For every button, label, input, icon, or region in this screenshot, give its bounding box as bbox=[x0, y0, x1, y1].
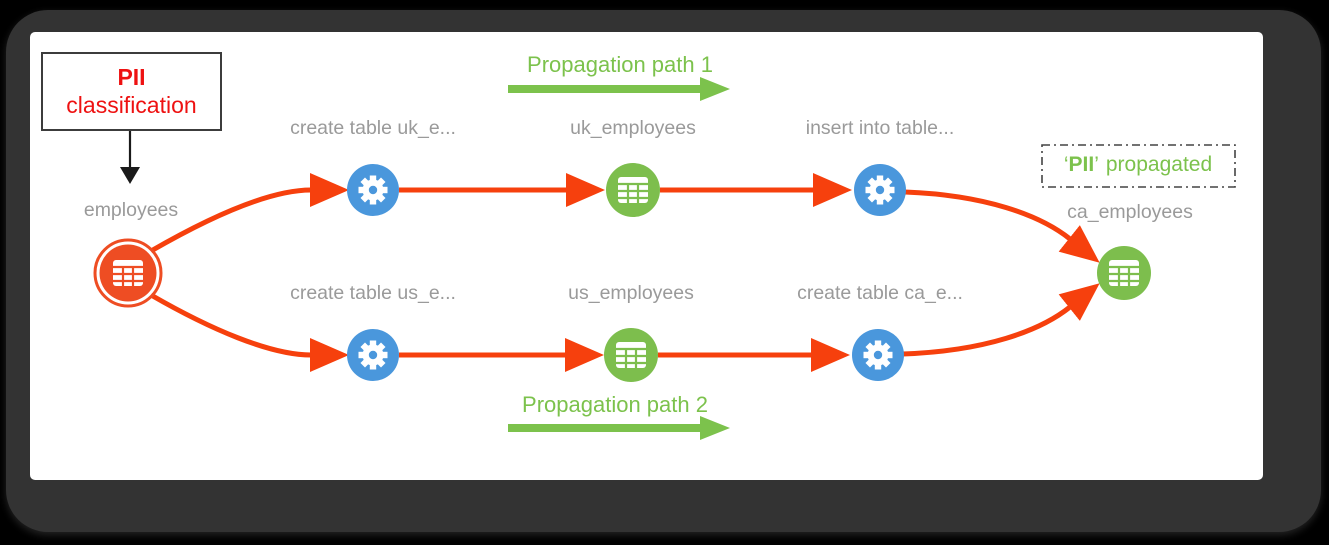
gear-icon bbox=[863, 340, 893, 370]
open-quote: ‘ bbox=[1063, 153, 1069, 176]
node-create-table-us[interactable] bbox=[347, 329, 399, 381]
node-label-ca-employees: ca_employees bbox=[1067, 201, 1193, 223]
propagated-tag: PII bbox=[1068, 153, 1095, 176]
propagation-path-2-arrow-icon bbox=[508, 416, 730, 440]
pii-classification-subtitle: classification bbox=[66, 91, 197, 118]
node-label-create-table-ca: create table ca_e... bbox=[797, 282, 963, 304]
node-create-table-uk[interactable] bbox=[347, 164, 399, 216]
node-label-employees: employees bbox=[83, 199, 179, 221]
lineage-edge bbox=[904, 189, 1100, 263]
propagation-path-1-label: Propagation path 1 bbox=[527, 52, 713, 77]
table-icon bbox=[111, 258, 145, 288]
table-icon bbox=[1107, 258, 1141, 288]
node-label-create-table-uk: create table uk_e... bbox=[290, 117, 456, 139]
pii-propagated-box-border bbox=[1041, 144, 1236, 188]
table-icon bbox=[614, 340, 648, 370]
lineage-edge bbox=[149, 173, 349, 254]
pii-classification-title: PII bbox=[117, 64, 146, 91]
lineage-edge bbox=[149, 292, 349, 372]
gear-icon bbox=[358, 340, 388, 370]
table-icon bbox=[616, 175, 650, 205]
node-label-create-table-us: create table us_e... bbox=[290, 282, 456, 304]
propagation-path-2-label: Propagation path 2 bbox=[522, 392, 708, 417]
close-quote: ’ bbox=[1094, 153, 1099, 176]
propagation-path-1-arrow-icon bbox=[508, 77, 730, 101]
node-label-us-employees: us_employees bbox=[568, 282, 694, 304]
node-us-employees[interactable] bbox=[604, 328, 658, 382]
node-ca-employees[interactable] bbox=[1097, 246, 1151, 300]
node-label-insert-into-table: insert into table... bbox=[805, 117, 955, 139]
lineage-graph bbox=[93, 77, 1236, 440]
gear-icon bbox=[865, 175, 895, 205]
lineage-edge bbox=[902, 283, 1100, 357]
node-insert-into-table[interactable] bbox=[854, 164, 906, 216]
propagated-suffix: propagated bbox=[1105, 153, 1213, 176]
node-create-table-ca[interactable] bbox=[852, 329, 904, 381]
node-employees[interactable] bbox=[93, 238, 163, 308]
gear-icon bbox=[358, 175, 388, 205]
classification-arrow bbox=[120, 127, 140, 184]
node-uk-employees[interactable] bbox=[606, 163, 660, 217]
pii-propagated-box: ‘PII’ propagated bbox=[1064, 153, 1212, 177]
node-label-uk-employees: uk_employees bbox=[570, 117, 696, 139]
pii-classification-box: PII classification bbox=[41, 52, 222, 131]
lineage-canvas: PII classification Propagation path 1 Pr… bbox=[30, 32, 1263, 480]
